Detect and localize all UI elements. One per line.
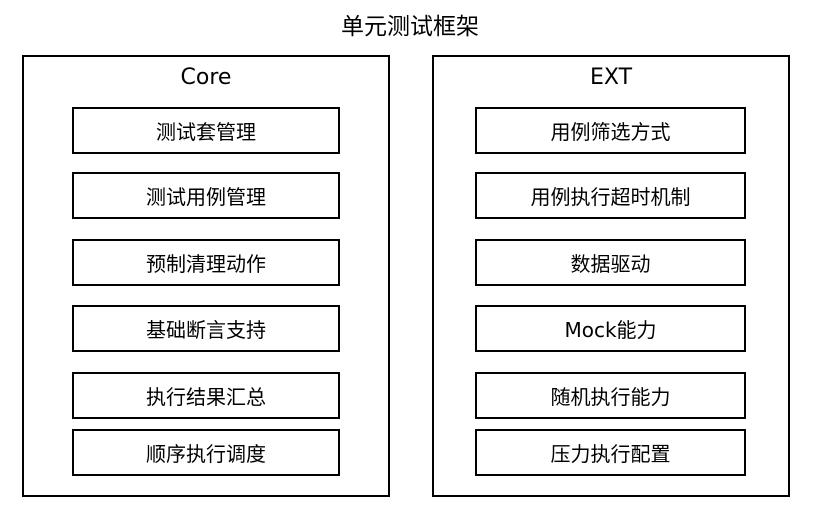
feature-box-ext-2: 用例执行超时机制: [475, 172, 746, 219]
feature-box-core-1: 测试套管理: [72, 107, 340, 154]
core-panel: Core 测试套管理 测试用例管理 预制清理动作 基础断言支持 执行结果汇总 顺…: [22, 55, 390, 497]
feature-box-ext-5: 随机执行能力: [475, 372, 746, 419]
feature-box-core-6: 顺序执行调度: [72, 429, 340, 476]
core-panel-header: Core: [180, 65, 232, 90]
feature-box-core-5: 执行结果汇总: [72, 372, 340, 419]
feature-box-ext-1: 用例筛选方式: [475, 107, 746, 154]
feature-box-core-4: 基础断言支持: [72, 305, 340, 352]
ext-panel: EXT 用例筛选方式 用例执行超时机制 数据驱动 Mock能力 随机执行能力 压…: [432, 55, 790, 497]
feature-box-ext-3: 数据驱动: [475, 239, 746, 286]
ext-panel-header: EXT: [589, 65, 633, 90]
diagram-title: 单元测试框架: [341, 14, 479, 40]
feature-box-ext-6: 压力执行配置: [475, 429, 746, 476]
feature-box-core-3: 预制清理动作: [72, 239, 340, 286]
feature-box-ext-4: Mock能力: [475, 305, 746, 352]
feature-box-core-2: 测试用例管理: [72, 172, 340, 219]
